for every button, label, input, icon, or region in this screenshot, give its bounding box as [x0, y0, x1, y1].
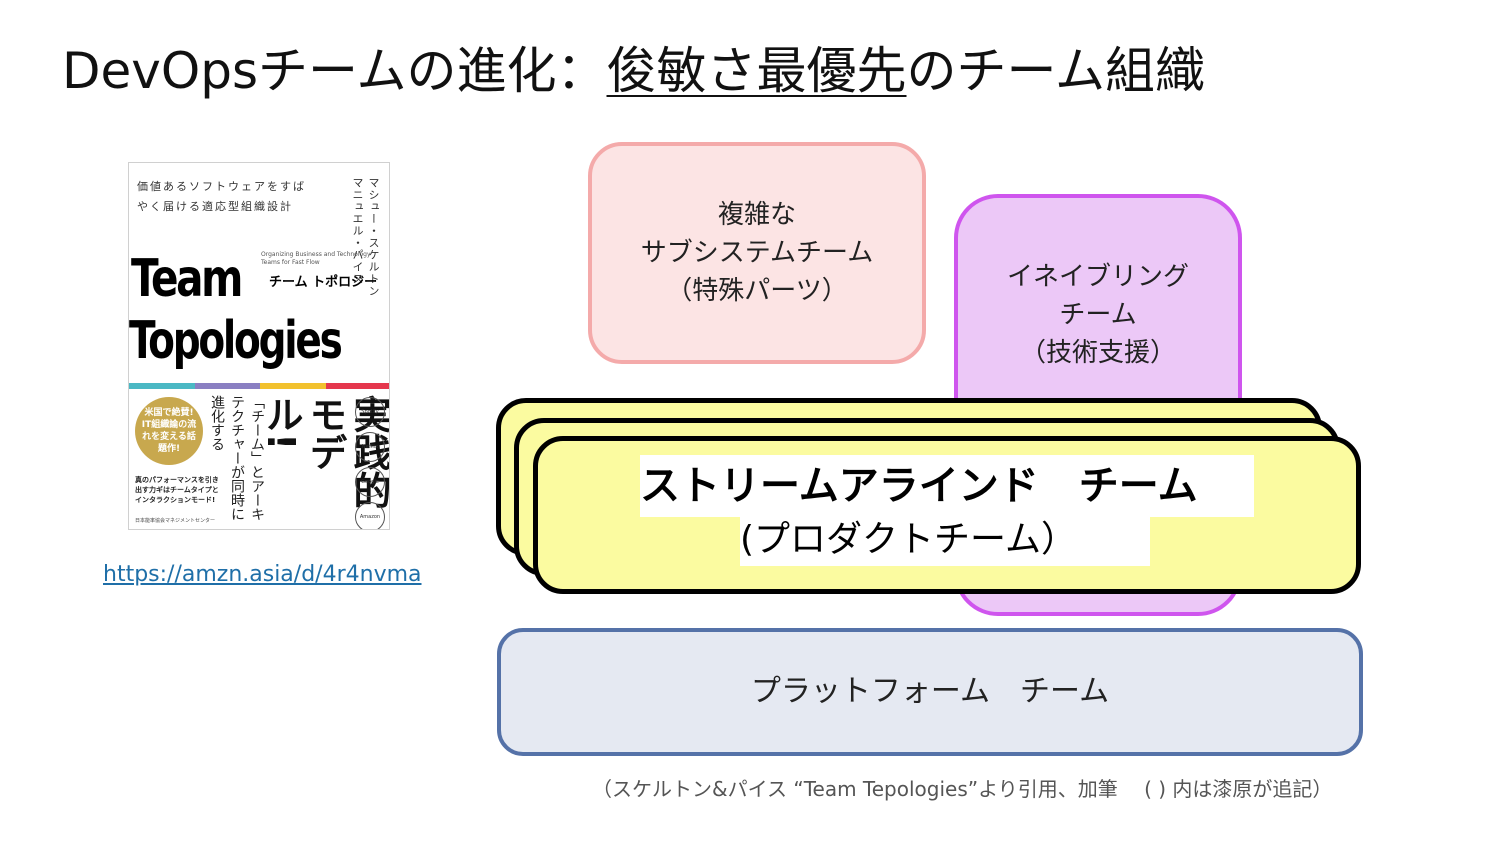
enabling-line: チーム: [1059, 300, 1137, 330]
book-tagline: 価値あるソフトウェアをすばやく届ける適応型組織設計: [137, 180, 306, 213]
book-bottom-text: 真のパフォーマンスを引き出す力ギはチームタイプとインタラクションモード!: [135, 476, 219, 504]
source-caption: （スケルトン&パイス “Team Tepologies”より引用、加筆 ( ) …: [592, 777, 1333, 801]
company-circle: Spotify: [355, 397, 385, 427]
complicated-line: 複雑な: [717, 200, 796, 230]
book-title-line1: Team: [131, 249, 243, 309]
platform-label: プラットフォーム チーム: [750, 674, 1110, 709]
title-suffix: のチーム組織: [906, 42, 1206, 100]
company-circle: Google: [355, 467, 385, 497]
page-title: DevOpsチームの進化：俊敏さ最優先のチーム組織: [62, 36, 1462, 106]
complicated-line: サブシステムチーム: [640, 238, 874, 268]
color-bar: [194, 383, 260, 389]
enabling-line: （技術支援）: [1019, 338, 1176, 368]
book-cover: 価値あるソフトウェアをすばやく届ける適応型組織設計 マシュー・スケルトン マニュ…: [128, 162, 390, 530]
amazon-link[interactable]: https://amzn.asia/d/4r4nvma: [103, 562, 422, 587]
company-circle: Netflix: [355, 432, 385, 462]
title-prefix: DevOpsチームの進化：: [62, 42, 607, 100]
book-color-bars: [129, 383, 389, 389]
company-circle: Amazon: [355, 502, 385, 529]
color-bar: [325, 383, 389, 389]
book-authors: マシュー・スケルトン マニュエル・パイス: [351, 177, 380, 297]
color-bar: [260, 383, 326, 389]
platform-team-box: プラットフォーム チーム: [497, 628, 1363, 756]
stream-aligned-subtitle: (プロダクトチーム）: [740, 514, 1150, 566]
enabling-line: イネイブリング: [1006, 262, 1189, 292]
book-badge-text: 米国で絶賛! IT組織論の流れを変える話題作!: [141, 408, 197, 454]
stream-aligned-title: ストリームアラインド チーム: [640, 455, 1254, 517]
book-title-ja: チーム トポロジー: [269, 275, 378, 290]
color-bar: [129, 383, 195, 389]
complicated-line: （特殊パーツ）: [666, 276, 848, 306]
complicated-subsystem-team-box: 複雑な サブシステムチーム （特殊パーツ）: [588, 142, 926, 364]
book-company-circles: Spotify Netflix Google Amazon: [355, 397, 385, 529]
book-publisher: 日本能率協会マネジメントセンター: [135, 518, 216, 524]
book-subtitle-en: Organizing Business and Technology Teams…: [261, 251, 371, 266]
book-badge: 米国で絶賛! IT組織論の流れを変える話題作!: [135, 397, 203, 465]
title-underlined: 俊敏さ最優先: [606, 42, 907, 100]
book-title-line2: Topologies: [129, 311, 343, 371]
book-mid-vertical: 「チーム」とアーキテクチャーが同時に進化する: [209, 395, 265, 521]
